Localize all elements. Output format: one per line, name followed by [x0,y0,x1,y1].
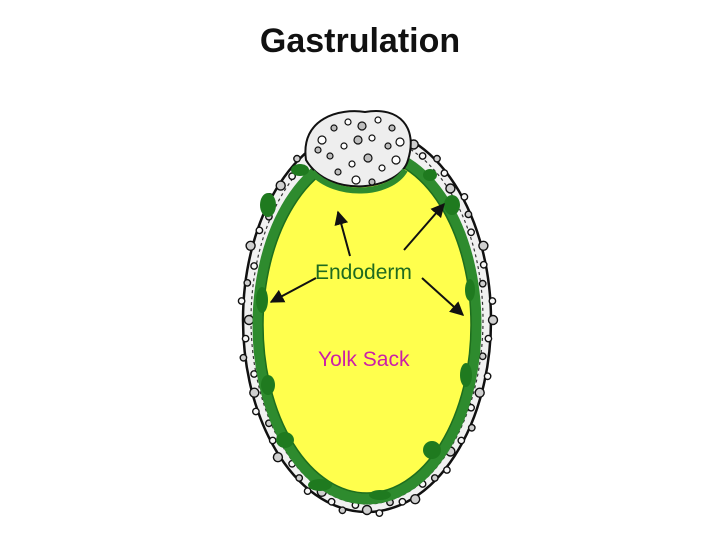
wall-cell [237,297,246,305]
wall-cell [361,504,373,516]
endoderm-label: Endoderm [315,261,412,284]
inner-cell-mass [304,110,412,194]
wall-cell [255,226,264,235]
mass-cell [330,124,338,132]
mass-cell [317,135,327,145]
mass-cell [388,124,396,132]
wall-cell [467,423,476,432]
wall-cell [268,436,277,445]
mass-cell [314,146,322,154]
mass-cell [340,142,348,150]
wall-cell [478,279,487,288]
wall-cell [418,152,427,160]
mass-cell [348,160,356,168]
wall-cell [445,183,456,194]
wall-cell [250,262,259,270]
wall-cell [474,387,485,398]
mass-cell [351,175,361,185]
wall-cell [484,334,493,343]
arrow-up-right [403,202,445,251]
endoderm-cells [256,164,475,500]
mass-cell [357,121,367,131]
wall-cell [478,352,487,361]
cell-mass-dots [314,116,405,186]
wall-cell [410,494,421,505]
mass-cell [368,178,376,186]
wall-cell [433,154,441,163]
mass-cell [353,135,363,145]
wall-cell [338,506,347,515]
wall-cell [442,466,451,474]
wall-cell [478,240,489,252]
wall-cell [440,169,449,178]
mass-cell [395,137,405,147]
wall-cell [239,353,248,362]
wall-cell [245,240,256,252]
yolk-sack-label: Yolk Sack [318,348,410,371]
mass-cell [384,142,392,150]
wall-cell [398,497,407,506]
wall-cell [464,210,473,219]
slide-title: Gastrulation [259,22,461,60]
wall-cell [288,172,296,181]
growth-arrows [269,202,465,316]
wall-cell [479,260,488,269]
wall-cell [243,278,252,287]
mass-cell [334,168,342,176]
wall-cell [249,387,260,398]
mass-cell [378,164,386,172]
arrow-right [421,277,465,316]
arrow-left [269,277,317,303]
wall-cell [275,180,286,191]
wall-cell [241,334,250,343]
wall-cell [293,154,301,163]
wall-cell [251,407,260,416]
wall-cell [272,452,284,463]
wall-cell [488,297,497,305]
mass-cell [344,118,352,126]
wall-cell [243,314,255,326]
mass-cell [374,116,382,124]
arrow-up-left [334,210,351,257]
wall-cell [250,370,259,378]
wall-cell [487,314,499,326]
mass-cell [368,134,376,142]
wall-cell [483,372,492,381]
mass-cell [391,155,401,165]
wall-cell [457,436,466,445]
wall-cell [303,487,312,495]
wall-cell [295,474,304,482]
wall-cell [460,192,469,201]
wall-cell [467,228,475,237]
wall-cell [375,509,384,517]
mass-cell [326,152,334,160]
wall-cell [327,497,336,506]
mass-cell [363,153,373,163]
wall-cell [430,474,439,482]
